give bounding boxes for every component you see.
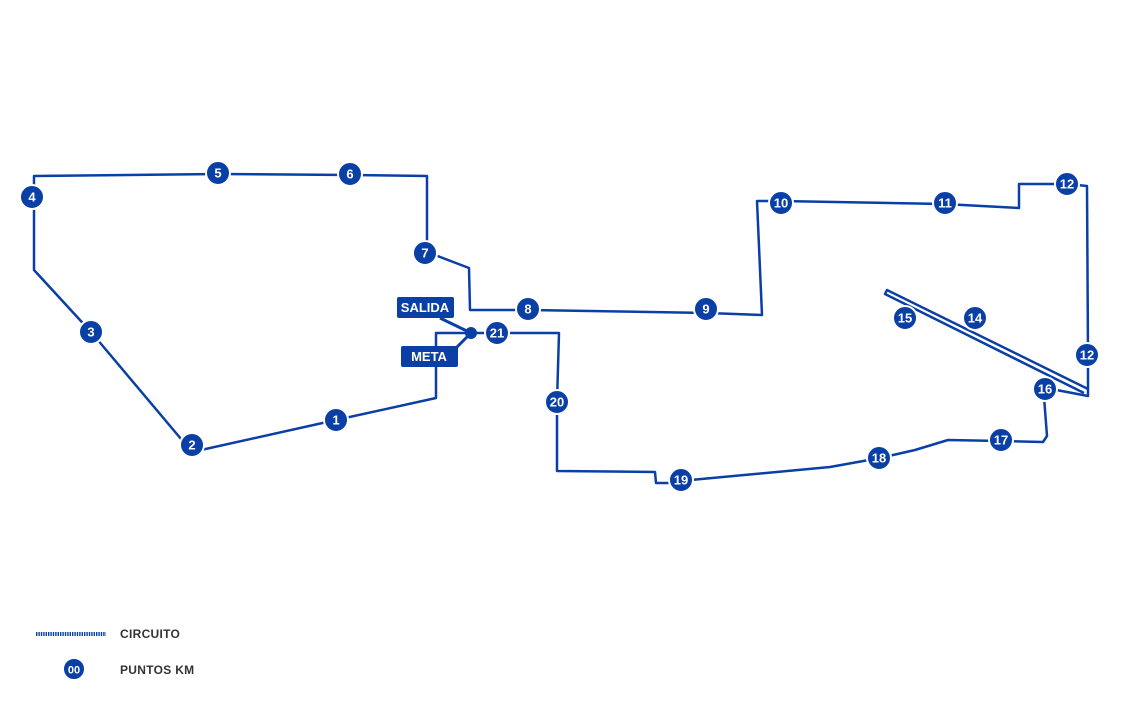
km-marker-circle — [892, 305, 918, 331]
km-marker-circle — [988, 427, 1014, 453]
km-marker-label: 17 — [994, 433, 1008, 448]
km-marker-label: 16 — [1038, 382, 1052, 397]
km-marker-label: 6 — [346, 167, 353, 182]
start-flag: SALIDA — [397, 297, 472, 335]
km-marker-circle — [412, 240, 438, 266]
km-marker-circle — [768, 190, 794, 216]
km-marker-label: 8 — [524, 302, 531, 317]
km-marker-2: 2 — [179, 432, 205, 458]
km-marker-label: 11 — [938, 196, 952, 211]
legend-marker-item: 00 PUNTOS KM — [62, 657, 194, 681]
km-marker-label: 1 — [332, 413, 339, 428]
km-marker-4: 4 — [19, 184, 45, 210]
km-marker-label: 12 — [1080, 348, 1094, 363]
legend-route-label: CIRCUITO — [120, 627, 180, 641]
km-marker-9: 9 — [693, 296, 719, 322]
legend-marker-sample: 00 — [68, 665, 80, 677]
km-marker-label: 19 — [674, 473, 688, 488]
km-marker-15: 15 — [892, 305, 918, 331]
km-marker-1: 1 — [323, 407, 349, 433]
legend-route-item: CIRCUITO — [36, 627, 180, 641]
km-marker-circle — [544, 389, 570, 415]
legend-marker-swatch — [62, 657, 86, 681]
km-marker-13: 12 — [1074, 342, 1100, 368]
km-marker-20: 20 — [544, 389, 570, 415]
km-marker-circle — [1054, 171, 1080, 197]
finish-label: META — [411, 349, 447, 364]
km-marker-label: 14 — [968, 311, 983, 326]
km-marker-label: 2 — [188, 438, 195, 453]
km-marker-circle — [668, 467, 694, 493]
km-marker-circle — [1074, 342, 1100, 368]
km-marker-circle — [323, 407, 349, 433]
km-marker-5: 5 — [205, 160, 231, 186]
start-label: SALIDA — [401, 300, 450, 315]
km-marker-19: 19 — [668, 467, 694, 493]
legend-marker-label: PUNTOS KM — [120, 663, 194, 677]
km-marker-circle — [962, 305, 988, 331]
route-spur — [883, 288, 1089, 395]
km-marker-7: 7 — [412, 240, 438, 266]
km-marker-21: 21 — [484, 320, 510, 346]
km-marker-circle — [205, 160, 231, 186]
km-marker-11: 11 — [932, 190, 958, 216]
km-marker-label: 15 — [898, 311, 912, 326]
km-marker-circle — [179, 432, 205, 458]
km-marker-label: 4 — [28, 190, 36, 205]
legend: CIRCUITO 00 PUNTOS KM — [36, 627, 194, 681]
km-marker-18: 18 — [866, 445, 892, 471]
km-marker-circle — [337, 161, 363, 187]
km-marker-label: 10 — [774, 196, 788, 211]
km-marker-label: 7 — [421, 246, 428, 261]
km-marker-6: 6 — [337, 161, 363, 187]
km-marker-14: 14 — [962, 305, 988, 331]
km-marker-label: 18 — [872, 451, 886, 466]
km-marker-label: 9 — [702, 302, 709, 317]
km-marker-16: 16 — [1032, 376, 1058, 402]
km-marker-label: 12 — [1060, 177, 1074, 192]
km-marker-label: 3 — [87, 325, 94, 340]
finish-flag: META — [401, 331, 473, 367]
km-marker-label: 21 — [490, 326, 504, 341]
km-marker-circle — [78, 319, 104, 345]
km-marker-12: 12 — [1054, 171, 1080, 197]
km-marker-8: 8 — [515, 296, 541, 322]
km-marker-3: 3 — [78, 319, 104, 345]
km-marker-label: 20 — [550, 395, 564, 410]
km-marker-10: 10 — [768, 190, 794, 216]
km-marker-circle — [19, 184, 45, 210]
km-marker-circle — [693, 296, 719, 322]
km-marker-circle — [1032, 376, 1058, 402]
km-marker-circle — [932, 190, 958, 216]
km-marker-circle — [515, 296, 541, 322]
km-marker-label: 5 — [214, 166, 221, 181]
km-marker-circle — [866, 445, 892, 471]
km-marker-circle — [484, 320, 510, 346]
km-marker-17: 17 — [988, 427, 1014, 453]
